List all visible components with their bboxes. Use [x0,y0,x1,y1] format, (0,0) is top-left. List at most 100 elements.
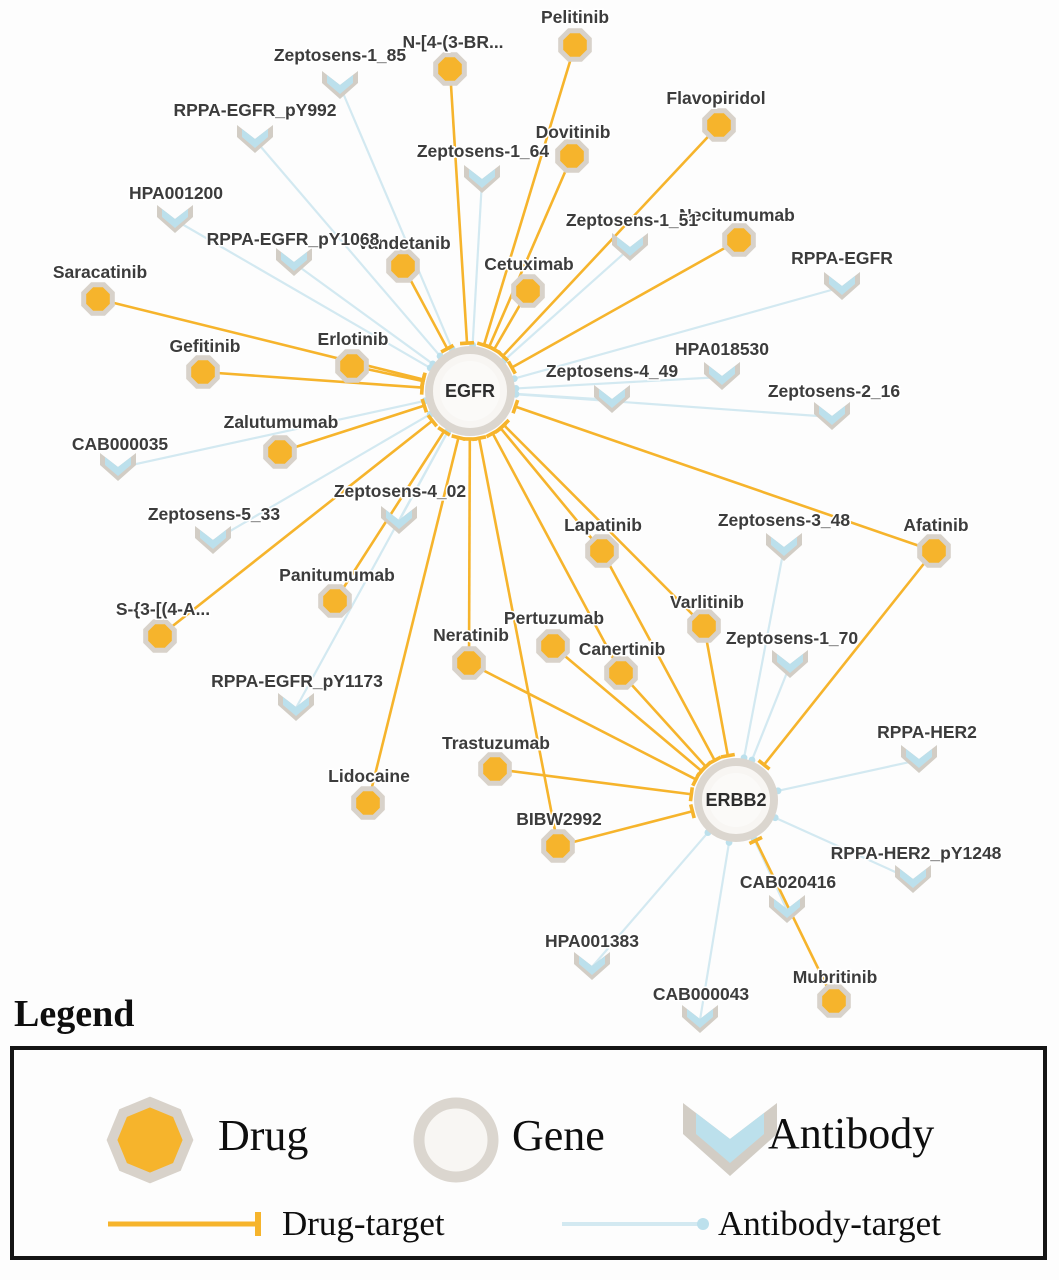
drug-label: Canertinib [579,639,666,659]
antibody-node [100,453,136,481]
antibody-target-edge [750,664,792,761]
antibody-label: HPA001383 [545,931,639,951]
drug-target-edge [487,155,574,348]
antibody-label: RPPA-EGFR_pY1173 [211,671,383,691]
antibody-target-edge [212,413,431,542]
drug-target-edge [511,238,740,369]
nodes-layer: EGFR ERBB2 [81,28,951,1033]
antibody-label: RPPA-EGFR_pY992 [173,100,336,120]
antibody-target-edge [515,393,833,419]
drug-target-tee [757,759,771,771]
legend-antibody-icon [683,1103,777,1176]
drug-node [318,584,352,618]
drug-node [511,274,545,308]
antibody-label: Zeptosens-4_02 [334,481,467,501]
antibody-label: RPPA-EGFR [791,248,893,268]
drug-node [386,249,420,283]
drug-label: N-[4-(3-BR... [402,32,503,52]
gene-node: ERBB2 [694,758,778,842]
drug-target-edge [491,432,623,674]
antibody-node [704,362,740,390]
drug-target-tee [720,752,736,759]
drug-node [702,108,736,142]
drug-edges-layer [97,44,936,1002]
antibody-label: CAB020416 [740,872,837,892]
drug-label: Trastuzumab [442,733,550,753]
antibody-label: RPPA-HER2_pY1248 [831,843,1002,863]
antibody-label: CAB000043 [653,984,750,1004]
drug-label: Lapatinib [564,515,642,535]
antibody-label: RPPA-HER2 [877,722,977,742]
legend-drug-label: Drug [218,1111,309,1160]
drug-target-tee [426,414,439,428]
drug-node [478,752,512,786]
antibody-label: Zeptosens-5_33 [148,504,281,524]
drug-target-tee [688,804,696,819]
drug-node [541,829,575,863]
antibody-label: Zeptosens-2_16 [768,381,901,401]
drug-target-tee [511,399,520,414]
antibody-target-edge [503,247,631,362]
drug-node [351,786,385,820]
drug-target-tee [471,435,487,442]
drug-target-edge [502,424,705,627]
drug-label: Dovitinib [536,122,611,142]
drug-label: Cetuximab [484,254,573,274]
drug-node [558,28,592,62]
antibody-label: Zeptosens-4_49 [546,361,679,381]
legend-title: Legend [14,993,135,1035]
antibody-target-edge [591,831,709,968]
legend-antibody-target-label: Antibody-target [718,1204,941,1243]
drug-node [687,609,721,643]
antibody-label: Zeptosens-1_51 [566,210,699,230]
antibody-node [594,385,630,413]
antibody-node [237,125,273,153]
antibody-node [574,952,610,980]
antibody-node [766,533,802,561]
antibody-node [901,745,937,773]
antibody-target-edge [471,179,484,346]
drug-target-tee [440,343,455,354]
drug-target-edge [762,550,936,766]
drug-target-edge [279,404,425,454]
gene-label: ERBB2 [705,790,766,810]
antibody-target-edge [777,758,920,792]
legend-antibody-target-icon [562,1218,709,1230]
drug-label: Neratinib [433,625,509,645]
drug-node [555,139,589,173]
drug-label: Pertuzumab [504,608,604,628]
antibody-target-edge [295,430,449,709]
antibody-node [381,506,417,534]
drug-label: Gefitinib [170,336,241,356]
drug-label: BIBW2992 [516,809,602,829]
antibody-target-edge [174,219,431,369]
antibody-node [157,205,193,233]
antibody-target-edge [515,375,723,390]
drug-target-edge [557,810,693,848]
drug-target-edge [620,672,707,768]
drug-target-edge [448,68,469,344]
drug-target-tee [699,760,713,773]
drug-label: Vandetanib [357,233,450,253]
drug-target-tee [437,426,451,437]
antibody-target-edge [293,262,434,365]
drug-label: S-{3-[(4-A... [116,599,210,619]
antibody-node [322,71,358,99]
drug-target-tee [691,772,701,787]
antibody-label: Zeptosens-3_48 [718,510,851,530]
drug-target-tee [506,360,517,375]
antibody-node [612,233,648,261]
antibody-node [769,895,805,923]
antibody-node [895,865,931,893]
gene-node: EGFR [425,346,515,436]
drug-target-tee [459,340,475,346]
legend-gene-icon [413,1097,499,1183]
drug-target-tee [688,787,695,802]
drug-node [585,534,619,568]
drug-label: Lidocaine [328,766,410,786]
drug-target-edge [501,124,720,357]
labels-layer: PelitinibN-[4-(3-BR...FlavopiridolDoviti… [51,6,1003,1006]
legend-gene-label: Gene [512,1111,605,1160]
drug-label: Pelitinib [541,7,609,27]
antibody-target-edge [117,399,426,470]
